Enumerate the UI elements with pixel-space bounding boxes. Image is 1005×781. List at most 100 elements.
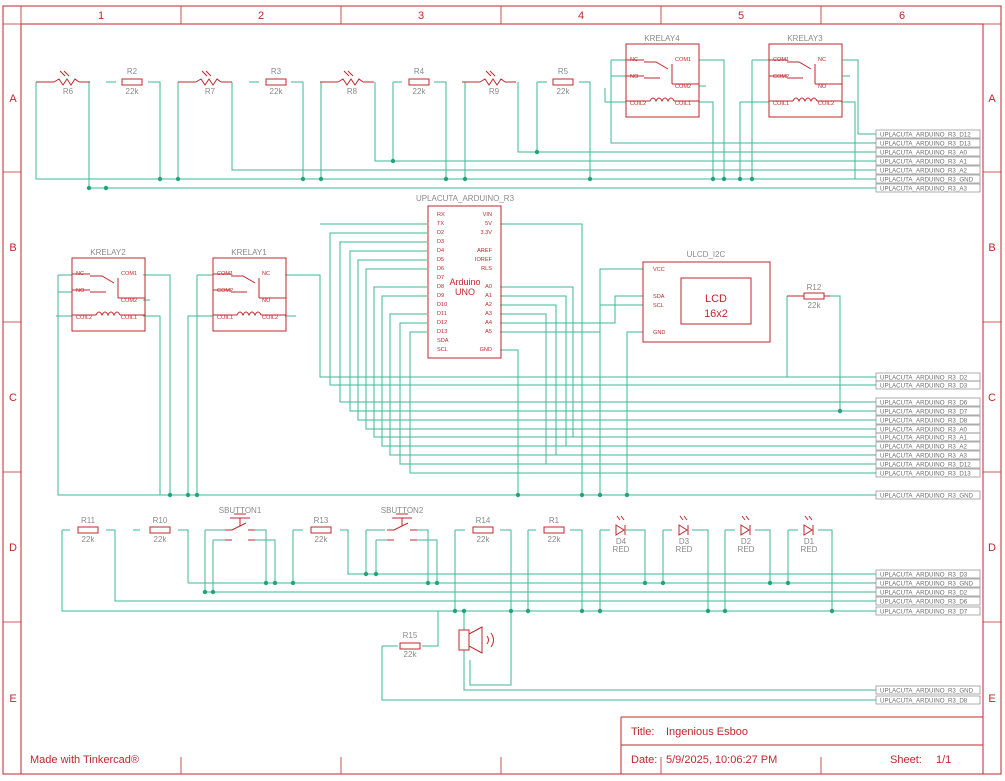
lcd-pin-vcc: VCC bbox=[653, 267, 665, 273]
sheet-outer-frame bbox=[2, 5, 1002, 775]
relay-pin: COIL2 bbox=[262, 315, 278, 321]
relay-pin: COM1 bbox=[675, 57, 691, 63]
resistor-body bbox=[121, 78, 143, 86]
push-button-sbutton2[interactable]: SBUTTON2 bbox=[381, 506, 424, 541]
part-name: SBUTTON2 bbox=[381, 506, 424, 515]
resistor-name: R7 bbox=[205, 87, 216, 96]
resistor-r9[interactable]: R9 bbox=[462, 70, 516, 96]
light-arrows-icon bbox=[343, 70, 354, 77]
relay-coil-icon bbox=[213, 311, 286, 317]
title-block: Title: Ingenious Esboo Date: 5/9/2025, 1… bbox=[620, 716, 983, 774]
net-label: UPLACUTA_ARDUINO_R3_A1 bbox=[880, 159, 967, 166]
lcd-pin-scl: SCL bbox=[653, 303, 664, 309]
resistor-body bbox=[265, 78, 287, 86]
lcd-name: ULCD_I2C bbox=[687, 250, 726, 259]
switch-symbol bbox=[387, 513, 417, 541]
buzzer[interactable] bbox=[458, 626, 494, 654]
resistor-body bbox=[77, 526, 99, 534]
arduino-pin-a4: A4 bbox=[485, 320, 492, 326]
lcd-label-1: LCD bbox=[705, 293, 727, 305]
lcd-i2c[interactable]: ULCD_I2C LCD 16x2 VCC SDA SCL GND bbox=[642, 250, 771, 343]
part-name: R11 bbox=[81, 516, 96, 525]
resistor-value: 22k bbox=[477, 535, 491, 544]
net-label-box bbox=[875, 406, 981, 416]
resistor-r12[interactable]: R12 22k bbox=[787, 283, 830, 310]
net-label: UPLACUTA_ARDUINO_R3_D6 bbox=[880, 400, 968, 407]
net-label: UPLACUTA_ARDUINO_R3_A0 bbox=[880, 150, 967, 157]
grid-col-label-top: 3 bbox=[418, 10, 424, 22]
resistor-value: 22k bbox=[126, 87, 140, 96]
relay-pin: COM2 bbox=[675, 84, 691, 90]
grid-col-label-top: 6 bbox=[899, 10, 905, 22]
light-emit-icon bbox=[741, 515, 750, 521]
resistor-r6[interactable]: R6 bbox=[36, 70, 90, 96]
relay-coil-icon bbox=[626, 97, 699, 103]
relay-pin: COM2 bbox=[121, 298, 137, 304]
net-label-box bbox=[875, 490, 981, 500]
resistor-r14[interactable]: R14 22k bbox=[472, 516, 494, 544]
net-label-box bbox=[875, 174, 981, 184]
relay-name: KRELAY2 bbox=[90, 248, 126, 257]
arduino-uno[interactable]: UPLACUTA_ARDUINO_R3 Arduino UNO RXTXD2D3… bbox=[416, 194, 515, 359]
resistor-value: 22k bbox=[315, 535, 329, 544]
push-button-sbutton1[interactable]: SBUTTON1 bbox=[219, 506, 262, 541]
resistor-body bbox=[552, 78, 574, 86]
resistor-r15[interactable]: R15 22k bbox=[399, 631, 421, 659]
resistor-r8[interactable]: R8 bbox=[320, 70, 374, 96]
arduino-pin-d4: D4 bbox=[437, 248, 444, 254]
led-name: D1 bbox=[804, 537, 815, 546]
arduino-pin-a5: A5 bbox=[485, 329, 492, 335]
arduino-label-1: Arduino bbox=[449, 277, 480, 287]
arduino-pin-d10: D10 bbox=[437, 302, 447, 308]
light-emit-icon bbox=[804, 515, 813, 521]
relay-name: KRELAY3 bbox=[787, 34, 823, 43]
lcd-pin-gnd: GND bbox=[653, 330, 665, 336]
part-name: R1 bbox=[549, 516, 560, 525]
buzzer-body bbox=[458, 629, 470, 651]
lcd-label-2: 16x2 bbox=[704, 308, 728, 320]
grid-row-label-right: E bbox=[988, 693, 995, 705]
title-label: Title: bbox=[631, 726, 654, 738]
resistor-value: 22k bbox=[154, 535, 168, 544]
arduino-pin-vin: VIN bbox=[483, 212, 492, 218]
photoresistor-symbol bbox=[320, 78, 374, 86]
arduino-name: UPLACUTA_ARDUINO_R3 bbox=[416, 194, 515, 203]
arduino-pin-a3: A3 bbox=[485, 311, 492, 317]
relay-body bbox=[768, 43, 843, 118]
net-label: UPLACUTA_ARDUINO_R3_D3 bbox=[880, 383, 968, 390]
grid-row-label-right: D bbox=[988, 542, 996, 554]
arduino-label-2: UNO bbox=[455, 287, 475, 297]
part-name: R14 bbox=[476, 516, 491, 525]
net-label-box bbox=[875, 685, 981, 695]
grid-row-label-right: C bbox=[988, 392, 996, 404]
net-label-box bbox=[875, 450, 981, 460]
resistor-name: R3 bbox=[271, 67, 282, 76]
date-label: Date: bbox=[631, 754, 657, 766]
relay-pin: COIL1 bbox=[675, 101, 691, 107]
net-label-box bbox=[875, 138, 981, 148]
resistor-r7[interactable]: R7 bbox=[178, 70, 232, 96]
relay-contact-symbol bbox=[626, 59, 699, 85]
light-arrows-icon bbox=[485, 70, 496, 77]
grid-row-label-left: E bbox=[9, 693, 16, 705]
diode-symbol bbox=[678, 524, 689, 536]
resistor-body bbox=[149, 526, 171, 534]
